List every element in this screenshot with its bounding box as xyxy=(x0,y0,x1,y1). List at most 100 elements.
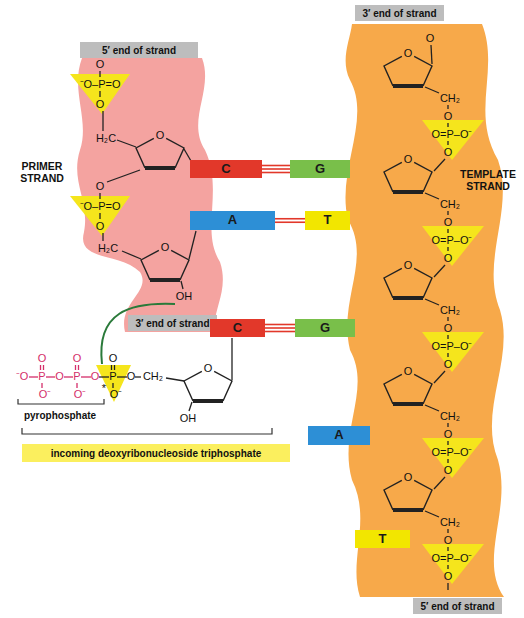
node-text: G xyxy=(320,321,330,335)
bond-line xyxy=(275,218,305,220)
strand-name: PRIMER STRAND xyxy=(9,160,75,184)
base-box: T xyxy=(305,211,350,230)
atom-label: O xyxy=(444,322,453,334)
atom-label: O xyxy=(444,146,453,158)
bond-line xyxy=(275,221,305,223)
atom-label: O xyxy=(444,534,453,546)
node-text: 3′ end of strand xyxy=(362,8,436,19)
atom-label: O xyxy=(161,241,170,253)
atom-label: H₂C xyxy=(96,132,116,144)
atom-label: OH xyxy=(180,412,197,424)
atom-label: O xyxy=(404,259,413,271)
atom-label: CH₂ xyxy=(440,410,460,422)
atom-label: O xyxy=(109,352,118,364)
atom-label: O xyxy=(444,464,453,476)
atom-label: OH xyxy=(176,290,193,302)
atom-label: O xyxy=(426,32,435,44)
pyrophosphate-atom-label: O⁻ xyxy=(39,388,52,400)
atom-label: CH₂ xyxy=(440,198,460,210)
atom-label: O xyxy=(404,365,413,377)
pyrophosphate-atom-label: O⁻ xyxy=(74,388,87,400)
atom-label: * xyxy=(102,382,106,394)
atom-label: CH₂ xyxy=(440,304,460,316)
bracket xyxy=(18,399,272,434)
atom-label: O xyxy=(96,98,105,110)
bond-line xyxy=(262,165,290,167)
strand-end-label: 3′ end of strand xyxy=(128,315,217,331)
atom-label: O xyxy=(404,153,413,165)
pyrophosphate-atom-label: O xyxy=(55,370,64,382)
atom-label: O xyxy=(96,220,105,232)
pyrophosphate-atom-label: O xyxy=(38,352,47,364)
group-name: pyrophosphate xyxy=(24,410,96,421)
node-text: G xyxy=(315,162,325,176)
atom-label: CH₂ xyxy=(440,516,460,528)
base-box: C xyxy=(210,319,265,337)
pyrophosphate-atom-label: ⁻O xyxy=(16,370,29,382)
base-box: C xyxy=(190,160,262,178)
template-strand-band xyxy=(345,24,504,597)
atom-label: O xyxy=(444,252,453,264)
node-text: A xyxy=(334,428,343,442)
atom-label: O=P–O⁻ xyxy=(432,552,473,564)
chemical-bond xyxy=(29,45,448,590)
atom-label: O xyxy=(404,471,413,483)
strand-end-label: 3′ end of strand xyxy=(355,5,444,21)
node-text: 5′ end of strand xyxy=(102,45,176,56)
sugar-ring xyxy=(136,56,432,510)
base-box: G xyxy=(290,160,350,178)
atom-label: CH₂ xyxy=(143,370,163,382)
atom-label: O xyxy=(444,358,453,370)
base-box: G xyxy=(295,319,355,337)
atom-label: O xyxy=(156,129,165,141)
atom-label: O xyxy=(444,570,453,582)
base-box: A xyxy=(190,211,275,230)
node-text: 5′ end of strand xyxy=(420,601,494,612)
atom-label: O xyxy=(444,428,453,440)
base-box: T xyxy=(355,530,410,548)
primer-strand-band xyxy=(77,58,223,332)
atom-label: O=P–O⁻ xyxy=(432,128,473,140)
atom-label: O xyxy=(96,180,105,192)
hydrogen-bond xyxy=(265,325,295,332)
atom-label: O=P–O⁻ xyxy=(432,446,473,458)
nucleotide-label: incoming deoxyribonucleoside triphosphat… xyxy=(22,444,290,462)
node-text: C xyxy=(221,162,230,176)
node-text: T xyxy=(324,213,332,227)
phosphate-patch xyxy=(70,74,484,584)
strand-end-label: 5′ end of strand xyxy=(413,598,502,614)
hydrogen-bond xyxy=(275,219,305,223)
atom-label: H₂C xyxy=(98,242,118,254)
bond-line xyxy=(262,168,290,170)
pyrophosphate-atom-label: P xyxy=(38,370,45,382)
atom-label: O⁻ xyxy=(110,388,123,400)
atom-label: O xyxy=(96,58,105,70)
pyrophosphate-atom-label: O xyxy=(91,370,100,382)
atom-label: O xyxy=(444,110,453,122)
pyrophosphate-atom-label: P xyxy=(73,370,80,382)
bond-line xyxy=(265,331,295,333)
atom-label: O=P–O⁻ xyxy=(432,234,473,246)
pyrophosphate-atom-label: O xyxy=(73,352,82,364)
node-text: C xyxy=(233,321,242,335)
bond-line xyxy=(262,172,290,174)
atom-label: CH₂ xyxy=(440,92,460,104)
atom-label: O xyxy=(127,370,136,382)
node-text: incoming deoxyribonucleoside triphosphat… xyxy=(51,448,262,459)
atom-label: O=P–O⁻ xyxy=(432,340,473,352)
nucleophilic-attack-arrow xyxy=(101,304,175,364)
strand-end-label: 5′ end of strand xyxy=(80,42,198,58)
bond-line xyxy=(265,327,295,329)
node-text: 3′ end of strand xyxy=(135,318,209,329)
node-text: T xyxy=(379,532,387,546)
atom-label: O xyxy=(444,216,453,228)
strand-name: TEMPLATE STRAND xyxy=(455,168,521,192)
atom-label: ⁻O–P=O xyxy=(80,78,121,90)
hydrogen-bond xyxy=(262,166,290,173)
atom-label: O xyxy=(204,362,213,374)
atom-label: P xyxy=(109,370,116,382)
node-text: A xyxy=(228,213,237,227)
base-box: A xyxy=(308,426,370,445)
atom-label: O xyxy=(404,47,413,59)
bond-line xyxy=(265,324,295,326)
